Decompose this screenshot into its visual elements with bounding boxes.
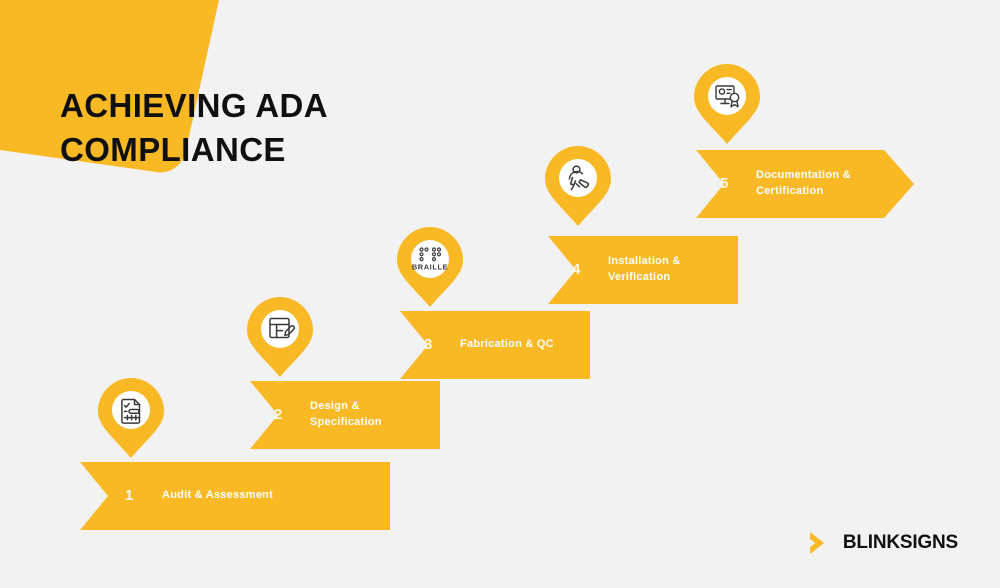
- worker-installing-icon: [568, 165, 590, 191]
- step-arrow-shape: [696, 150, 914, 218]
- step-label: Installation & Verification: [608, 255, 681, 283]
- step-marker-1[interactable]: [98, 378, 164, 458]
- step-number: 3: [424, 336, 433, 353]
- step-arrow-shape: [548, 236, 738, 304]
- step-number: 5: [720, 175, 729, 192]
- step-number: 4: [572, 261, 581, 278]
- step-arrow-shape: [400, 311, 590, 379]
- step-label: Audit & Assessment: [162, 489, 274, 501]
- certificate-award-icon: [715, 85, 740, 108]
- step-arrow-shape: [80, 462, 390, 530]
- step-marker-4[interactable]: [545, 146, 611, 226]
- step-marker-3[interactable]: BRAILLE: [397, 227, 463, 307]
- process-step-2[interactable]: 2 Design & Specification: [250, 381, 440, 449]
- step-arrow-shape: [250, 381, 440, 449]
- brand-logo[interactable]: BLINKSIGNS: [807, 530, 958, 556]
- page-title: Achieving ADA Compliance: [60, 87, 328, 168]
- step-number: 2: [274, 406, 283, 423]
- step-label: Fabrication & QC: [460, 338, 554, 350]
- step-label: Documentation & Certification: [756, 169, 851, 197]
- process-step-3[interactable]: 3 Fabrication & QC: [400, 311, 590, 379]
- process-step-5[interactable]: 5 Documentation & Certification: [696, 150, 914, 218]
- document-checklist-icon: [121, 398, 141, 424]
- process-step-4[interactable]: 4 Installation & Verification: [548, 236, 738, 304]
- header-accent-shape: [0, 0, 240, 186]
- step-label: Design & Specification: [310, 400, 382, 428]
- step-marker-2[interactable]: [247, 297, 313, 377]
- braille-dots-icon: [419, 247, 442, 262]
- process-step-1[interactable]: 1 Audit & Assessment: [80, 462, 390, 530]
- step-number: 1: [125, 487, 134, 504]
- drafting-board-pencil-icon: [269, 317, 295, 339]
- braille-caption: BRAILLE: [412, 263, 448, 272]
- brand-name: BLINKSIGNS: [842, 532, 958, 553]
- chevron-right-icon: [809, 532, 824, 554]
- step-marker-5[interactable]: [694, 64, 760, 144]
